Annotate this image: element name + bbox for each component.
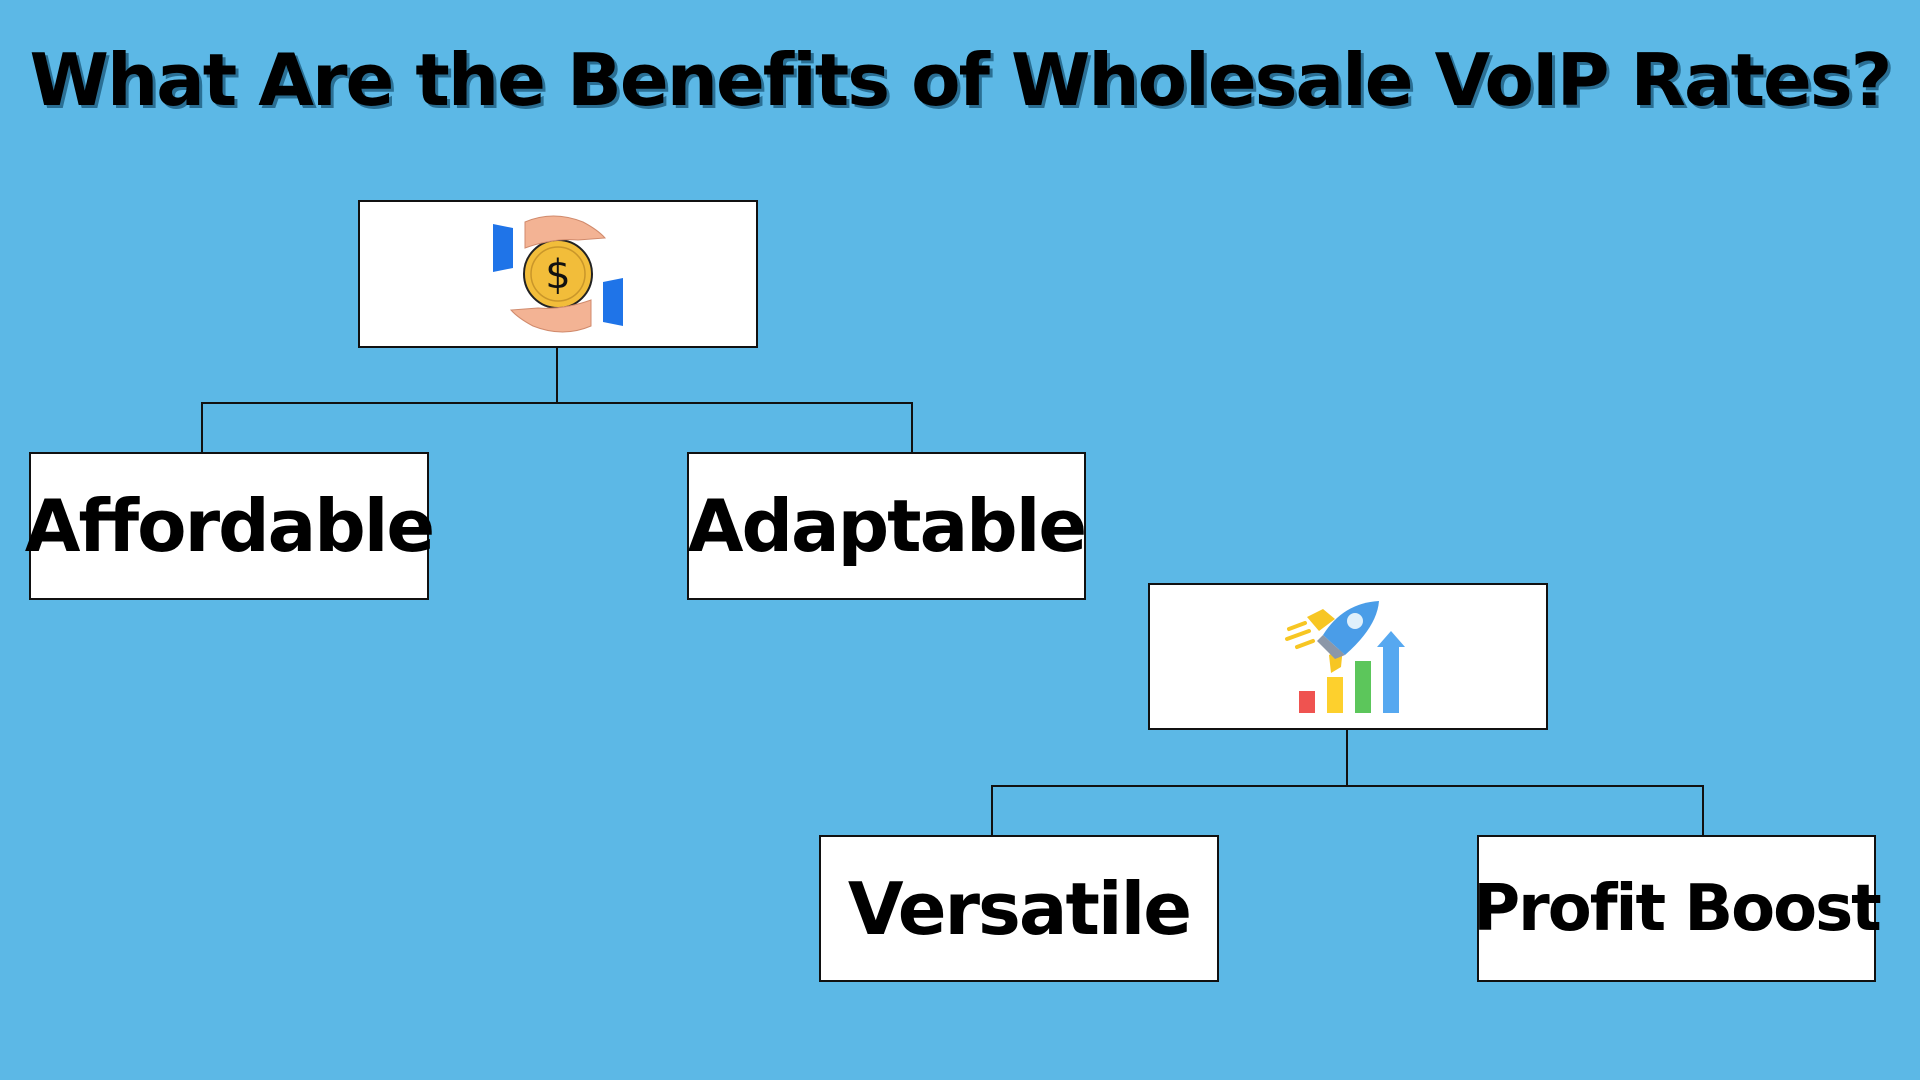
benefit-label: Adaptable xyxy=(687,484,1087,568)
benefit-box-affordable: Affordable xyxy=(25,452,435,600)
icon-box-rocket xyxy=(1148,583,1548,730)
connector-line xyxy=(991,785,993,836)
connector-line xyxy=(1702,785,1704,836)
connector-line xyxy=(201,402,913,404)
connector-line xyxy=(556,347,558,404)
connector-line xyxy=(201,402,203,453)
benefit-box-versatile: Versatile xyxy=(819,835,1219,982)
connector-line xyxy=(991,785,1704,787)
benefit-label: Profit Boost xyxy=(1473,871,1881,946)
benefit-label: Affordable xyxy=(24,484,436,568)
connector-line xyxy=(911,402,913,453)
benefit-box-profit-boost: Profit Boost xyxy=(1473,835,1882,982)
rocket-growth-chart-icon xyxy=(1285,600,1405,713)
benefit-box-adaptable: Adaptable xyxy=(687,452,1087,600)
page-title: What Are the Benefits of Wholesale VoIP … xyxy=(29,38,1893,122)
connector-line xyxy=(1346,729,1348,787)
benefit-label: Versatile xyxy=(847,866,1192,951)
icon-box-money: $ xyxy=(358,200,758,348)
svg-text:$: $ xyxy=(545,252,570,298)
money-hands-icon: $ xyxy=(493,215,623,332)
